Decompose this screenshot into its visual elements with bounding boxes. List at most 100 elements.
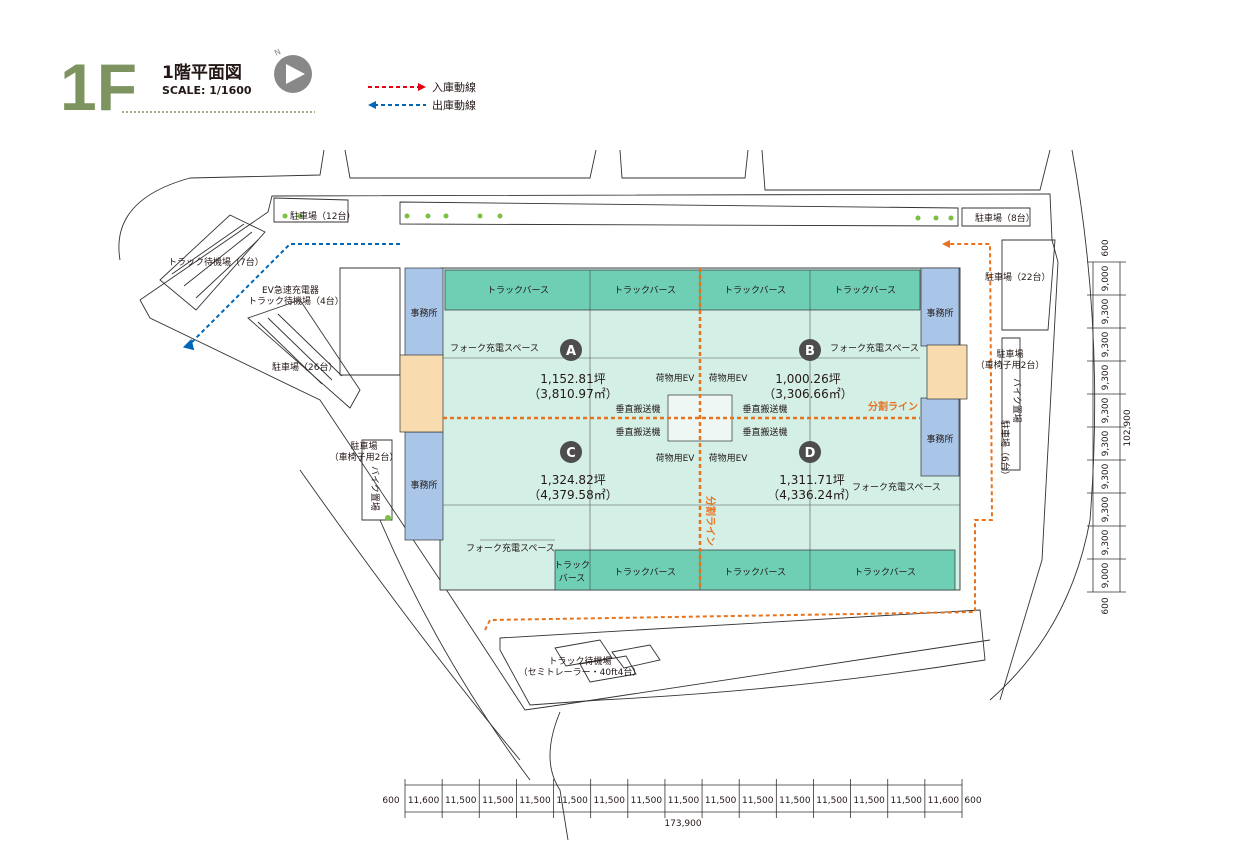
semitrailer-bays: [554, 639, 661, 683]
dimension-bottom-span: 11,500: [445, 796, 477, 806]
dimension-right-span: 9,000: [1101, 562, 1111, 588]
office-label-ne: 事務所: [926, 307, 953, 319]
berth-label-south-3: トラックバース: [854, 567, 916, 578]
truck-wait-4-lot: [339, 267, 401, 376]
ev-charger-label: EV急速充電器: [262, 284, 319, 296]
section-c-tsubo: 1,324.82坪: [540, 473, 605, 487]
dimension-right-span: 9,300: [1101, 529, 1111, 555]
truck-wait-4-label: トラック待機場（4台）: [248, 295, 344, 307]
bike-east-lot: [1001, 337, 1021, 471]
building-labels: トラックバース トラックバース トラックバース トラックバース トラック バース…: [410, 285, 953, 584]
section-a-id: A: [566, 344, 576, 359]
road-edge-north-1: [344, 149, 597, 179]
truck-wait-7-lot: [159, 214, 266, 311]
section-c: C 1,324.82坪 （4,379.58㎡）: [528, 441, 618, 502]
floor-label: 1F: [60, 50, 137, 124]
berth-label-south-split-1: トラック: [554, 560, 590, 571]
bike-west-lot: [361, 439, 393, 521]
parking-east-6-label: 駐車場（6台）: [999, 420, 1011, 480]
truck-wait-7-stripes: [171, 223, 259, 299]
dimension-bottom-span: 11,500: [519, 796, 551, 806]
section-d-id: D: [805, 446, 816, 461]
section-c-sqm: （4,379.58㎡）: [528, 488, 617, 502]
section-a-sqm: （3,810.97㎡）: [528, 387, 617, 401]
conveyor-label-se: 垂直搬送機: [742, 426, 787, 438]
bike-west-label: バイク置場: [369, 466, 381, 511]
parking-north-8-block: [961, 207, 1031, 227]
dimension-bottom-total: 173,900: [664, 819, 701, 829]
forklift-label-c: フォーク充電スペース: [466, 542, 555, 554]
dimension-right-span: 9,300: [1101, 298, 1111, 324]
legend-outbound-label: 出庫動線: [432, 98, 476, 112]
dimension-bottom-span: 11,500: [816, 796, 848, 806]
dimension-right-span: 9,300: [1101, 463, 1111, 489]
core-east: [926, 344, 968, 400]
conveyor-label-ne: 垂直搬送機: [742, 403, 787, 415]
road-edge-southwest-2: [379, 519, 531, 781]
split-lines: [443, 268, 920, 590]
road-edge-north-2: [619, 149, 749, 179]
dimension-bottom-span: 11,500: [891, 796, 923, 806]
office-northwest: [404, 267, 444, 357]
section-d-tsubo: 1,311.71坪: [779, 473, 844, 487]
bike-east-label: バイク置場: [1011, 378, 1023, 423]
outbound-flow-arrow-icon: [182, 338, 195, 351]
plan-title: 1階平面図: [162, 63, 242, 83]
berth-label-north-2: トラックバース: [614, 285, 676, 296]
berth-label-south-2: トラックバース: [724, 567, 786, 578]
dimension-bottom-span: 11,500: [705, 796, 737, 806]
section-b: B 1,000.26坪 （3,306.66㎡）: [763, 339, 853, 401]
dimension-bottom-span: 11,500: [631, 796, 663, 806]
inbound-arrow-icon: [418, 83, 426, 91]
dimension-bottom-span: 11,600: [408, 796, 440, 806]
road-edge-east: [989, 149, 1096, 701]
parking-8-label: 駐車場（8台）: [975, 212, 1035, 224]
legend-inbound-label: 入庫動線: [432, 80, 476, 94]
berth-label-north-4: トラックバース: [834, 285, 896, 296]
dimension-right-span: 600: [1101, 597, 1111, 614]
section-d-sqm: （4,336.24㎡）: [767, 488, 856, 502]
berth-south: [554, 549, 956, 591]
dimension-bottom-span: 11,500: [742, 796, 774, 806]
dimension-right-span: 9,000: [1101, 265, 1111, 291]
parking-26-label: 駐車場（26台）: [272, 361, 337, 373]
planting-dots: [282, 213, 954, 521]
section-b-id: B: [805, 344, 815, 359]
plan-header: 1F 1階平面図 SCALE: 1/1600 N: [60, 47, 315, 124]
wheelchair-west-label-1: 駐車場: [350, 440, 377, 452]
section-markers: A 1,152.81坪 （3,810.97㎡） B 1,000.26坪 （3,3…: [528, 339, 857, 502]
section-b-sqm: （3,306.66㎡）: [763, 387, 852, 401]
berth-label-north-3: トラックバース: [724, 285, 786, 296]
truck-wait-7-label: トラック待機場（7台）: [168, 256, 264, 268]
legend: 入庫動線 出庫動線: [368, 80, 476, 112]
dimension-bottom-span: 11,500: [482, 796, 514, 806]
office-northeast: [920, 267, 960, 347]
dimension-bottom-span: 11,500: [668, 796, 700, 806]
cargo-ev-label-sw: 荷物用EV: [656, 452, 696, 464]
dimension-right: 6009,0009,3009,3009,3009,3009,3009,3009,…: [1087, 239, 1133, 615]
dimension-right-span: 600: [1101, 239, 1111, 256]
inbound-flow-arrow-icon: [942, 240, 950, 248]
dimension-bottom-span: 11,600: [928, 796, 960, 806]
outbound-flow-path: [187, 243, 400, 347]
dimension-right-span: 9,300: [1101, 397, 1111, 423]
office-label-nw: 事務所: [410, 307, 437, 319]
conveyor-label-sw: 垂直搬送機: [615, 426, 660, 438]
section-a: A 1,152.81坪 （3,810.97㎡）: [528, 339, 618, 401]
road-edge-northwest: [118, 149, 325, 261]
office-southeast: [920, 397, 960, 477]
north-mark: N: [273, 47, 282, 58]
truck-wait-semi-label-2: （セミトレーラー・40ft4台）: [519, 666, 642, 678]
dimension-right-span: 9,300: [1101, 496, 1111, 522]
north-planting-strip: [399, 201, 959, 227]
parking-east-22-block: [1001, 239, 1056, 331]
wheelchair-east-label-1: 駐車場: [996, 348, 1023, 360]
truck-wait-semi-label-1: トラック待機場: [548, 655, 611, 667]
road-edge-southwest: [299, 469, 521, 761]
wheelchair-east-label-2: （車椅子用2台）: [976, 359, 1045, 371]
parking-12-label: 駐車場（12台）: [290, 210, 355, 222]
site-labels: 駐車場（12台） 駐車場（8台） 駐車場（22台） トラック待機場（7台） EV…: [168, 210, 1050, 678]
wheelchair-west-label-2: （車椅子用2台）: [330, 451, 399, 463]
forklift-label-a: フォーク充電スペース: [450, 342, 539, 354]
